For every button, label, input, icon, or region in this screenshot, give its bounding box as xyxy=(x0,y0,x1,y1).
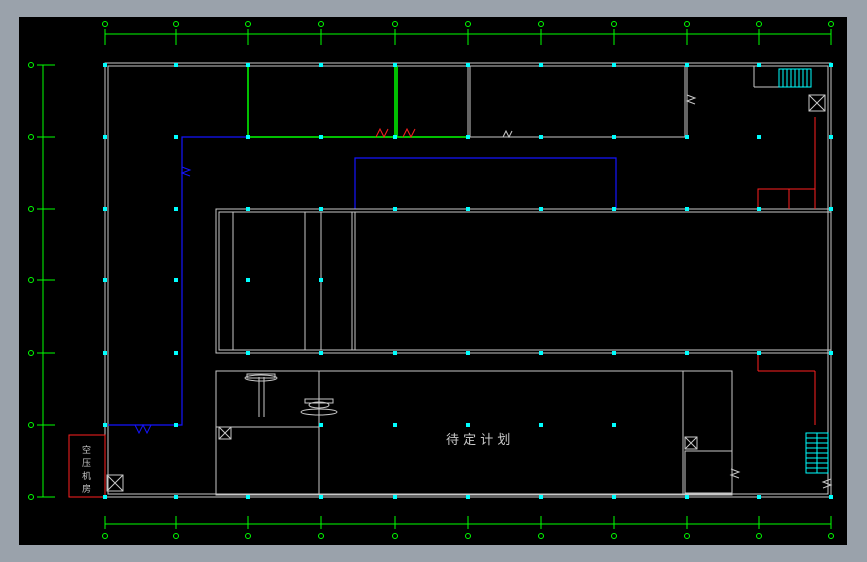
compressor-char-1: 空 xyxy=(82,444,91,456)
floor-plan-drawing[interactable]: 待 定 计 划 空 压 机 房 xyxy=(19,17,847,545)
blue-zone-boundaries xyxy=(108,136,617,426)
stair-bottom-right xyxy=(805,432,829,474)
left-dimension-chain xyxy=(28,62,55,500)
room-label-pending: 待 定 计 划 xyxy=(446,433,510,448)
stair-top-right xyxy=(778,68,812,88)
machine-symbols xyxy=(244,373,338,416)
lower-block xyxy=(215,370,733,496)
compressor-char-4: 房 xyxy=(82,483,91,495)
upper-rooms xyxy=(467,66,809,138)
elevator-shafts xyxy=(106,94,826,492)
bottom-dimension-chain xyxy=(102,516,834,539)
cad-canvas[interactable]: 待 定 计 划 空 压 机 房 xyxy=(19,17,847,545)
door-symbols xyxy=(502,94,833,489)
top-axis-markers xyxy=(102,21,834,27)
room-label-compressor: 空 压 机 房 xyxy=(82,444,91,495)
top-ticks xyxy=(175,29,760,45)
central-block xyxy=(215,208,832,354)
red-elements xyxy=(68,117,816,498)
green-room xyxy=(247,66,468,138)
compressor-char-3: 机 xyxy=(82,470,91,482)
column-markers xyxy=(103,63,833,499)
blue-door-symbols xyxy=(134,166,192,435)
compressor-char-2: 压 xyxy=(82,458,91,469)
